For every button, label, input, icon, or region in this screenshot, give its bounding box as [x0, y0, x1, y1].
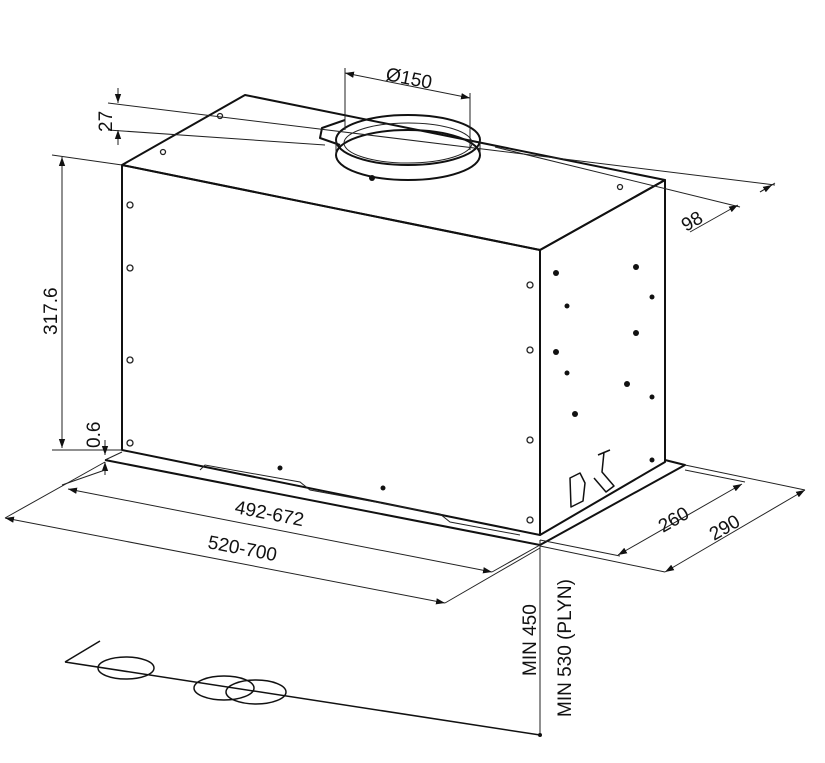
dimension-duct-height: 27 — [96, 88, 776, 208]
dim-label-min-450: MIN 450 — [520, 604, 541, 676]
dimension-overall-width: 520-700 — [4, 461, 541, 605]
dimension-duct-offset: 98 — [678, 182, 776, 237]
dimension-flange-thickness: 0.6 — [84, 422, 109, 475]
duct-collar — [319, 114, 481, 181]
front-face — [121, 164, 541, 536]
dimension-min-height: MIN 450 MIN 530 (PLYN) — [520, 540, 576, 737]
dim-label-317-6: 317.6 — [41, 287, 62, 335]
dim-label-492-672: 492-672 — [233, 497, 305, 531]
dim-label-290: 290 — [706, 511, 744, 545]
dim-label-520-700: 520-700 — [206, 532, 278, 566]
screw-holes — [126, 112, 655, 524]
dim-label-0-6: 0.6 — [84, 422, 105, 448]
cooktop — [64, 640, 541, 736]
burner — [225, 679, 287, 705]
cable-clamp — [569, 449, 615, 508]
mounting-flange — [104, 459, 686, 546]
burner — [97, 656, 155, 680]
side-face — [539, 179, 666, 536]
burner — [193, 675, 255, 701]
dimension-body-height: 317.6 — [41, 154, 123, 451]
dim-label-260: 260 — [655, 503, 693, 537]
dim-label-diameter: Ø150 — [384, 64, 434, 93]
dim-label-min-530-gas: MIN 530 (PLYN) — [555, 579, 576, 717]
dim-label-98: 98 — [678, 208, 707, 237]
dim-label-27: 27 — [96, 111, 117, 132]
